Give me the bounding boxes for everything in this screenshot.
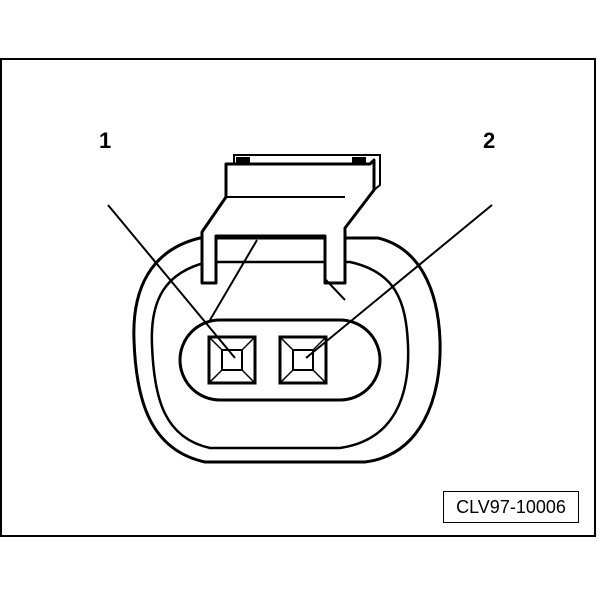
leader-line-1 [107, 204, 236, 359]
figure-reference-code: CLV97-10006 [443, 491, 579, 523]
callout-label-1: 1 [99, 128, 111, 153]
terminal-pin-1 [207, 335, 257, 385]
locking-tab-notch-right [352, 157, 366, 163]
terminal-pin-2 [278, 335, 328, 385]
leader-line-2 [305, 204, 493, 359]
locking-tab-top-ridge [233, 154, 381, 191]
locking-tab [200, 158, 376, 285]
callout-label-2: 2 [483, 128, 495, 153]
figure-frame [0, 58, 596, 537]
tab-guide-left [209, 239, 258, 321]
tab-guide-right [325, 279, 346, 301]
locking-tab-notch-left [236, 157, 250, 163]
